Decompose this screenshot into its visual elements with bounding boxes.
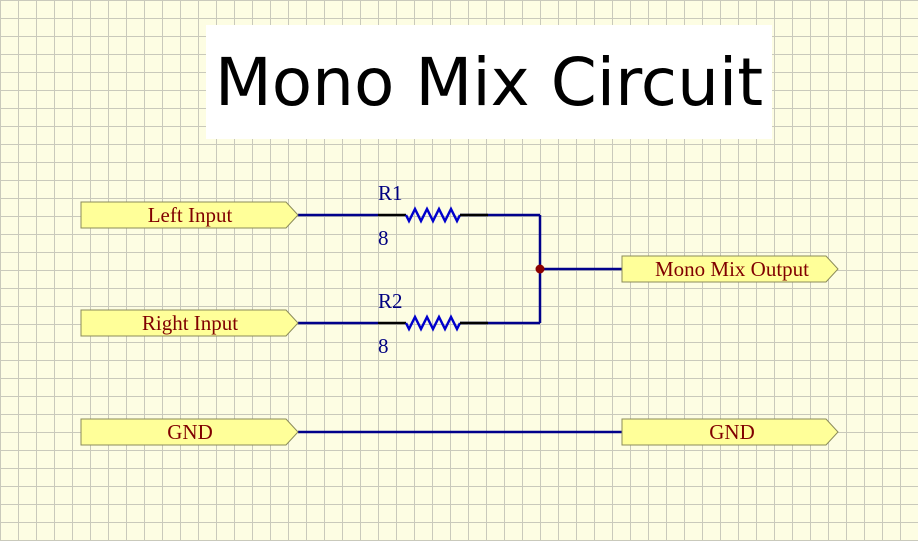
port-mono-mix-output[interactable]: Mono Mix Output — [621, 255, 839, 283]
port-right-input-label: Right Input — [142, 311, 238, 335]
r1-zigzag — [404, 206, 462, 224]
junction-dot — [535, 264, 545, 274]
port-right-input[interactable]: Right Input — [80, 309, 299, 337]
r2-designator: R2 — [378, 289, 403, 313]
r1-value: 8 — [378, 226, 389, 250]
r1-designator: R1 — [378, 181, 403, 205]
resistor-r2[interactable]: R2 8 — [378, 289, 488, 358]
port-left-input-shape — [80, 201, 299, 229]
port-gnd-right-shape — [621, 418, 839, 446]
diagram-title: Mono Mix Circuit — [214, 43, 764, 121]
port-gnd-left-label: GND — [167, 420, 213, 444]
port-mono-mix-output-shape — [621, 255, 839, 283]
port-right-input-shape — [80, 309, 299, 337]
r2-value: 8 — [378, 334, 389, 358]
title-block: Mono Mix Circuit — [206, 25, 772, 139]
port-mono-mix-output-label: Mono Mix Output — [655, 257, 809, 281]
port-gnd-left-shape — [80, 418, 299, 446]
port-gnd-right-label: GND — [709, 420, 755, 444]
port-gnd-left[interactable]: GND — [80, 418, 299, 446]
port-gnd-right[interactable]: GND — [621, 418, 839, 446]
r2-zigzag — [404, 314, 462, 332]
port-left-input-label: Left Input — [148, 203, 233, 227]
resistor-r1[interactable]: R1 8 — [378, 181, 488, 250]
port-left-input[interactable]: Left Input — [80, 201, 299, 229]
